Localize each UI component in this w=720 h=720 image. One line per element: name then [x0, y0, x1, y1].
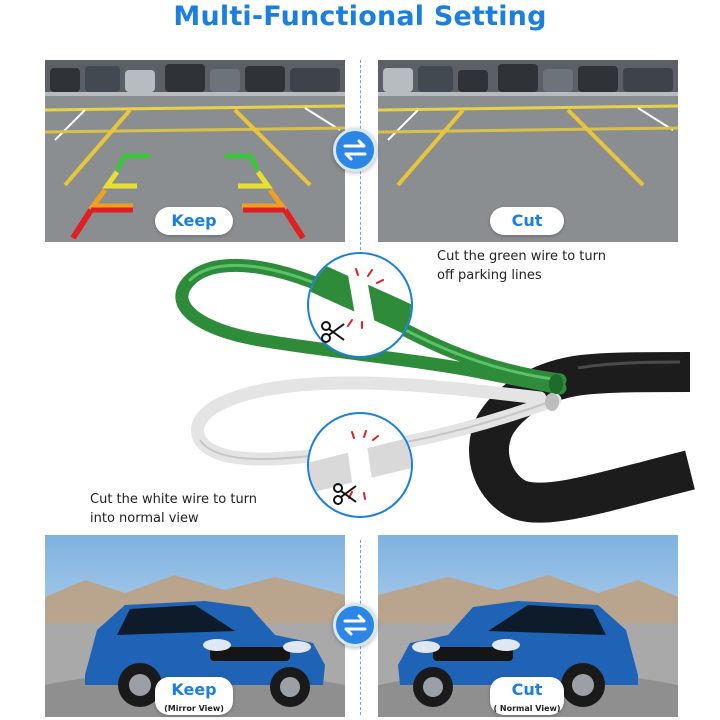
- white-wire-caption: Cut the white wire to turn into normal v…: [90, 490, 257, 528]
- keep-label-bottom-text: Keep: [171, 680, 217, 699]
- scissors-icon: [321, 321, 345, 343]
- cut-label-bottom: Cut ( Normal View): [490, 677, 564, 715]
- page-title: Multi-Functional Setting: [173, 1, 547, 32]
- green-wire-caption-line2: off parking lines: [437, 268, 542, 283]
- parked-cars: [383, 64, 673, 92]
- cut-label-bottom-text: Cut: [511, 680, 543, 699]
- cut-label-top: Cut: [490, 207, 564, 235]
- normal-view-label: ( Normal View): [493, 704, 561, 713]
- green-wire-caption-line1: Cut the green wire to turn: [437, 249, 606, 264]
- black-sheath: [469, 352, 695, 523]
- swap-arrows-icon: [333, 603, 377, 647]
- swap-arrows-icon: [333, 128, 377, 172]
- green-wire-zoom: [307, 252, 413, 358]
- white-wire-caption-line1: Cut the white wire to turn: [90, 492, 258, 507]
- keep-label-top: Keep: [155, 207, 233, 235]
- parking-guide-lines: [70, 153, 306, 240]
- blue-car: [398, 601, 638, 707]
- keep-label-bottom: Keep (Mirror View): [155, 677, 233, 715]
- white-wire-zoom: [307, 412, 413, 518]
- mirror-view-label: (Mirror View): [164, 704, 224, 713]
- blue-car: [85, 601, 325, 707]
- parking-panel-cut: [378, 60, 678, 242]
- parked-cars: [50, 64, 340, 92]
- green-wire-caption: Cut the green wire to turn off parking l…: [437, 247, 606, 285]
- white-wire-caption-line2: into normal view: [90, 511, 199, 526]
- scissors-icon: [333, 483, 357, 505]
